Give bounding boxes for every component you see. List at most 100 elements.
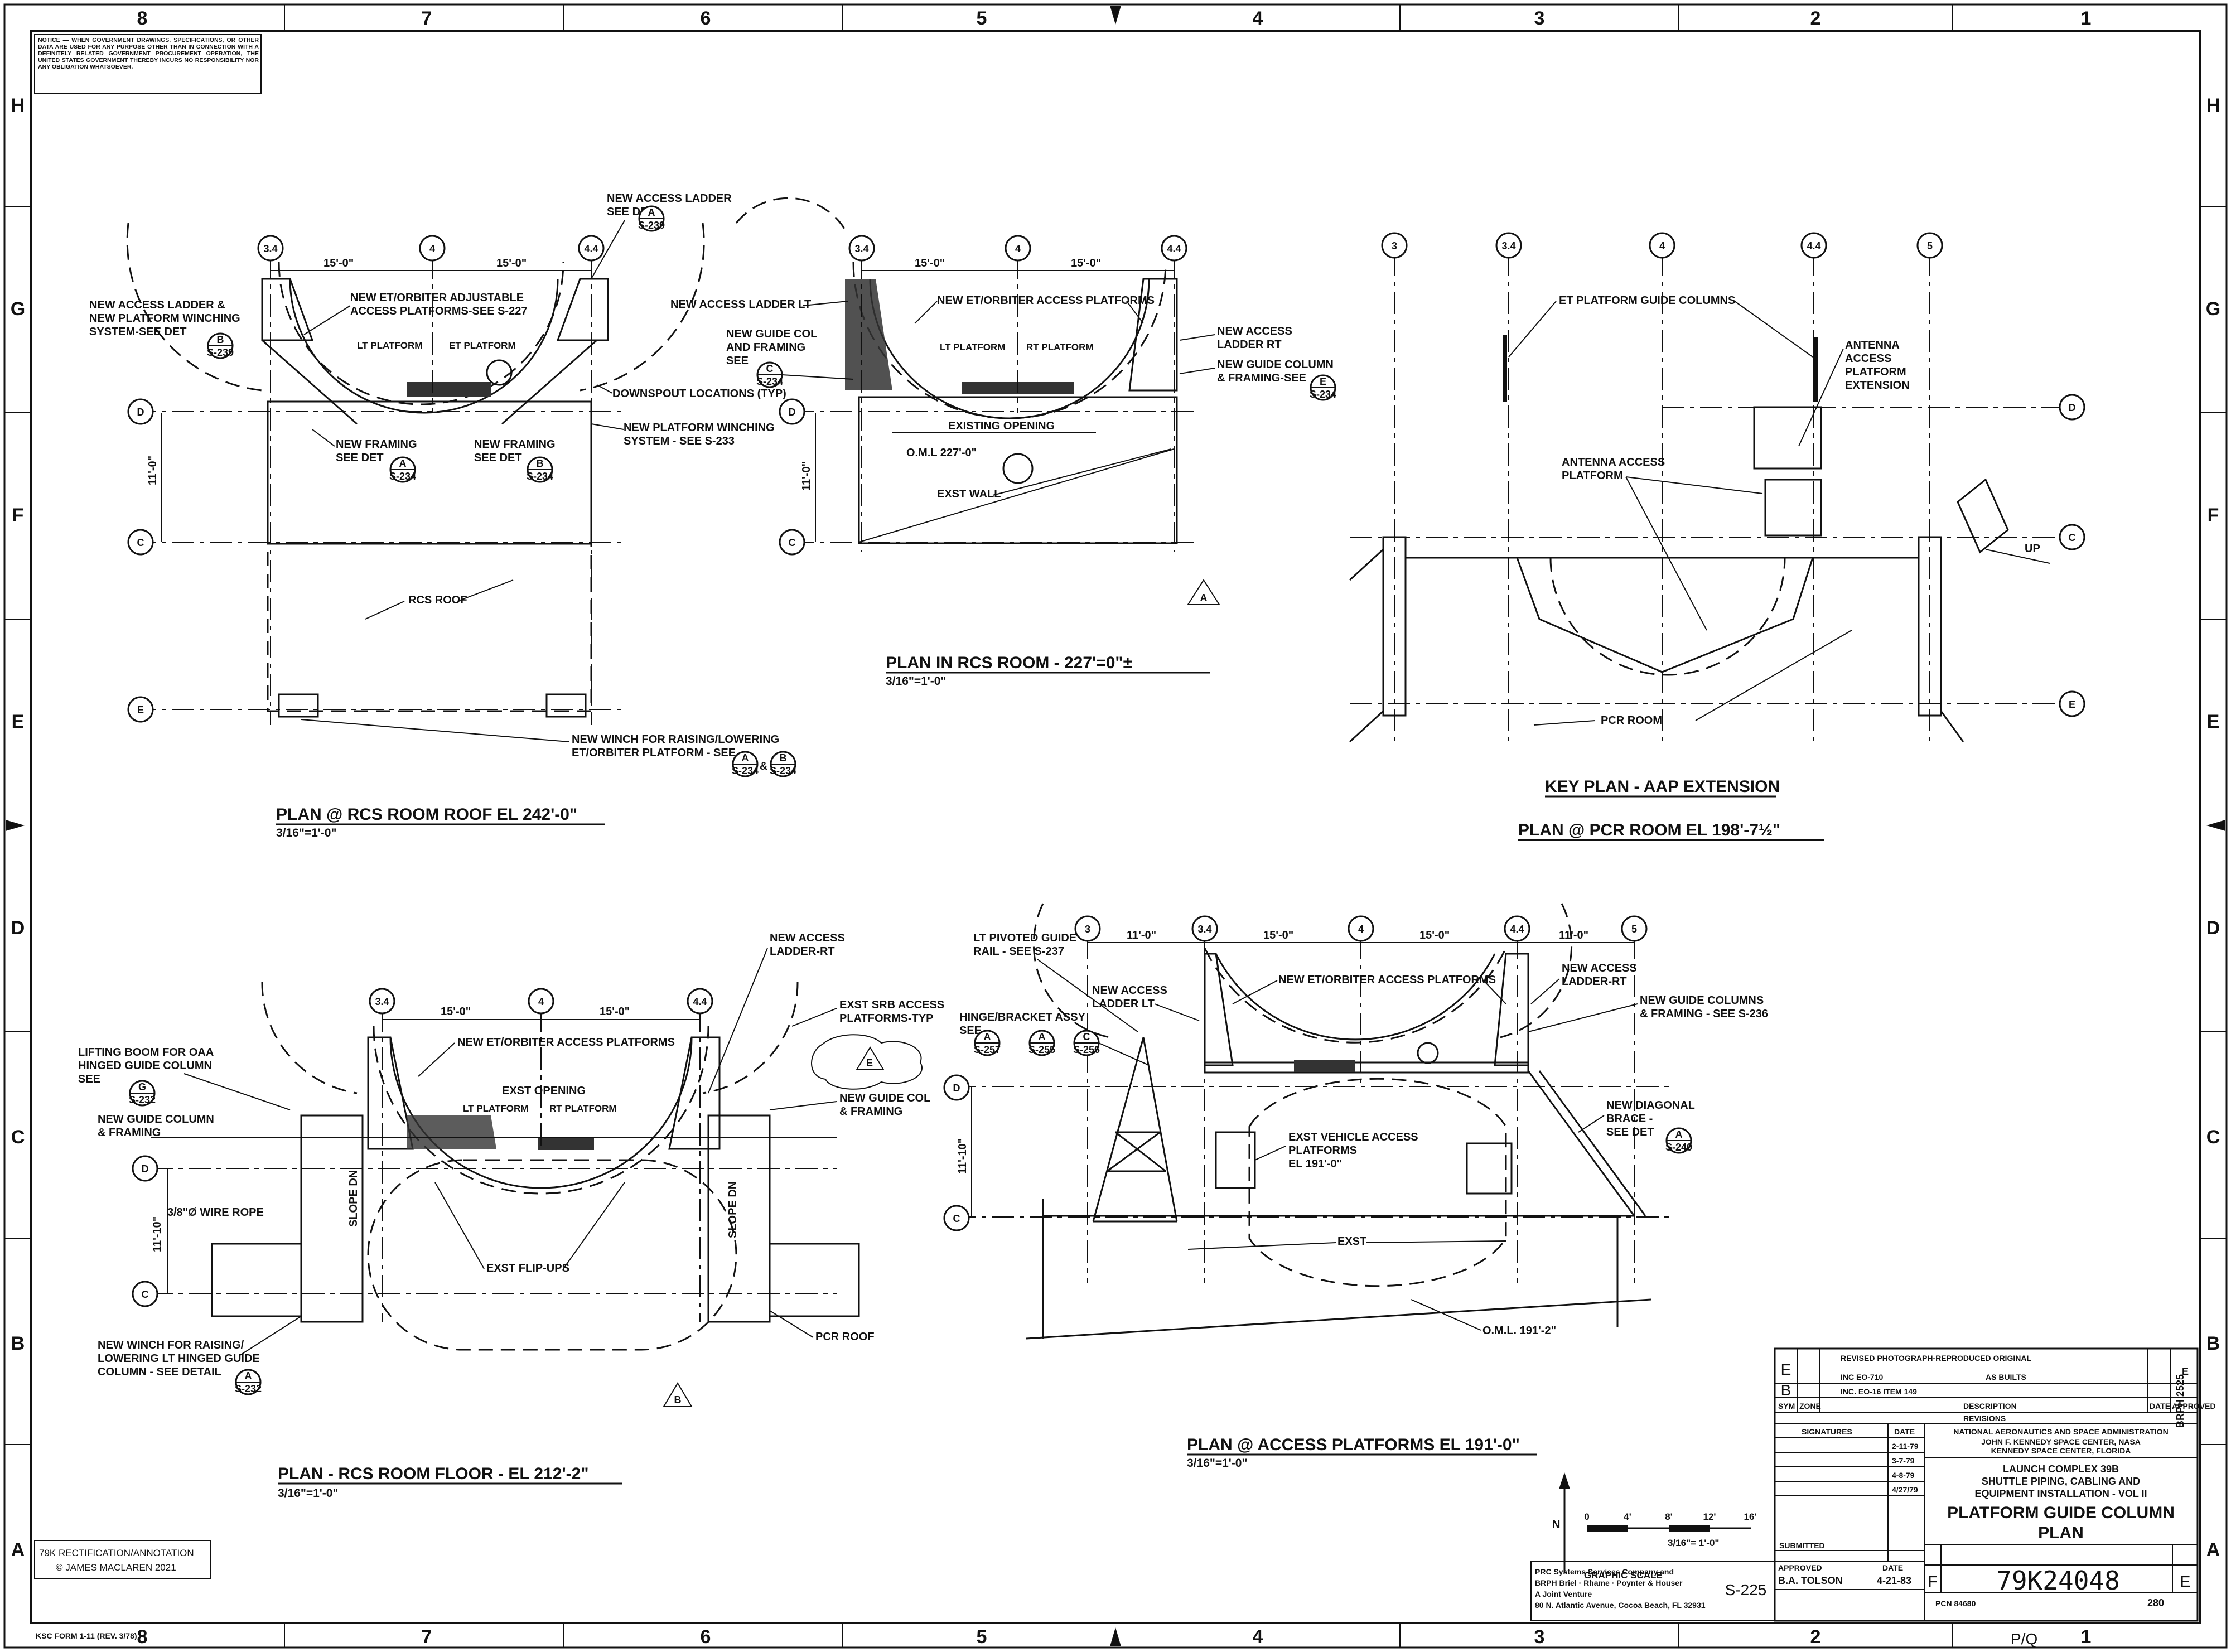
floor-bubble-rowC: C bbox=[132, 1281, 158, 1307]
svg-text:SHUTTLE PIPING, CABLING AND: SHUTTLE PIPING, CABLING AND bbox=[1982, 1476, 2140, 1487]
access-label-ladder-lt1: NEW ACCESS bbox=[1092, 984, 1167, 997]
svg-text:4-8-79: 4-8-79 bbox=[1892, 1471, 1915, 1480]
svg-text:F: F bbox=[12, 505, 24, 526]
svg-text:3: 3 bbox=[1534, 1626, 1545, 1648]
floor-bubble-rowD: D bbox=[132, 1155, 158, 1182]
drawing-number: 79K24048 bbox=[1996, 1566, 2120, 1596]
rev-desc-b: INC. EO-16 ITEM 149 bbox=[1841, 1387, 1917, 1396]
svg-text:E: E bbox=[2182, 1366, 2189, 1377]
svg-text:A Joint Venture: A Joint Venture bbox=[1535, 1590, 1592, 1598]
floor-label-gcol2: & FRAMING bbox=[839, 1105, 902, 1118]
svg-text:5: 5 bbox=[1631, 924, 1637, 935]
room-label-ladder-lt: NEW ACCESS LADDER LT bbox=[670, 298, 811, 311]
floor-label-srb1: EXST SRB ACCESS bbox=[839, 999, 944, 1011]
floor-label-lift1: LIFTING BOOM FOR OAA bbox=[78, 1046, 214, 1059]
svg-text:4: 4 bbox=[1015, 243, 1021, 254]
access-bubble-rowD: D bbox=[943, 1074, 970, 1101]
svg-text:F: F bbox=[1928, 1573, 1937, 1590]
access-label-diag2: BRACE - bbox=[1606, 1113, 1653, 1125]
svg-text:3: 3 bbox=[1534, 8, 1545, 29]
floor-label-ladder-rt2: LADDER-RT bbox=[770, 945, 835, 958]
roof-label-downspout: DOWNSPOUT LOCATIONS (TYP) bbox=[612, 388, 786, 400]
svg-text:80 N. Atlantic Avenue, Cocoa B: 80 N. Atlantic Avenue, Cocoa Beach, FL 3… bbox=[1535, 1601, 1706, 1610]
access-label-ladder-lt2: LADDER LT bbox=[1092, 998, 1155, 1010]
key-bubble-c44: 4.4 bbox=[1800, 232, 1827, 259]
svg-text:ZONE: ZONE bbox=[1799, 1402, 1821, 1411]
svg-text:0: 0 bbox=[1584, 1511, 1589, 1522]
roof-bubble-rowE: E bbox=[127, 696, 154, 723]
svg-text:4: 4 bbox=[538, 996, 544, 1007]
roof-label-adj1: NEW ET/ORBITER ADJUSTABLE bbox=[350, 292, 524, 304]
roof-label-adj2: ACCESS PLATFORMS-SEE S-227 bbox=[350, 305, 527, 317]
view-rcs-room: 3.4 4 4.4 D C 15'-0" 15'-0" 11'-0" NEW A… bbox=[670, 197, 1336, 688]
floor-label-pcr-roof: PCR ROOF bbox=[815, 1331, 875, 1343]
floor-label-lift2: HINGED GUIDE COLUMN bbox=[78, 1060, 212, 1072]
svg-text:4: 4 bbox=[429, 243, 435, 254]
key-label-aap2: PLATFORM bbox=[1562, 470, 1623, 482]
access-label-diag1: NEW DIAGONAL bbox=[1606, 1099, 1695, 1112]
room-bubble-c44: 4.4 bbox=[1161, 235, 1187, 262]
floor-label-flipups: EXST FLIP-UPS bbox=[486, 1262, 569, 1274]
roof-dim-2: 15'-0" bbox=[496, 257, 527, 269]
room-label-guide2: AND FRAMING bbox=[726, 341, 805, 354]
svg-text:7: 7 bbox=[422, 1626, 432, 1648]
svg-text:SIGNATURES: SIGNATURES bbox=[1802, 1427, 1852, 1436]
access-title: PLAN @ ACCESS PLATFORMS EL 191'-0" bbox=[1187, 1436, 1520, 1454]
svg-text:S-239: S-239 bbox=[638, 220, 665, 231]
key-label-up: UP bbox=[2025, 543, 2040, 555]
svg-text:PRC Systems Services Company a: PRC Systems Services Company and bbox=[1535, 1567, 1674, 1576]
access-ref-r1: AS-257 bbox=[974, 1030, 1001, 1056]
zone-numbers-top: 8 7 6 5 4 3 2 1 bbox=[137, 8, 2092, 29]
zone-numbers-bottom: 8 7 6 5 4 3 2 1 bbox=[137, 1626, 2092, 1648]
zone-letters-left: H G F E D C B A bbox=[11, 95, 25, 1561]
key-bubble-c34: 3.4 bbox=[1495, 232, 1522, 259]
roof-ref-r5: AS-234 bbox=[732, 751, 759, 777]
svg-text:12': 12' bbox=[1703, 1511, 1716, 1522]
room-label-guide1: NEW GUIDE COL bbox=[726, 328, 817, 340]
floor-label-exst-opening: EXST OPENING bbox=[502, 1085, 586, 1097]
roof-label-lw3: SYSTEM-SEE DET bbox=[89, 326, 186, 338]
room-bubble-c4: 4 bbox=[1005, 235, 1031, 262]
room-ref-r1: CS-234 bbox=[756, 361, 783, 388]
svg-text:C: C bbox=[137, 537, 144, 548]
access-label-ladder-rt1: NEW ACCESS bbox=[1562, 962, 1637, 974]
svg-text:5: 5 bbox=[977, 8, 987, 29]
access-bubble-c3: 3 bbox=[1074, 915, 1101, 942]
key-title-1: KEY PLAN - AAP EXTENSION bbox=[1545, 777, 1780, 796]
roof-label-ladder: NEW ACCESS LADDER bbox=[607, 192, 732, 205]
access-scale: 3/16"=1'-0" bbox=[1187, 1457, 1247, 1470]
view-key-plan: 3 3.4 4 4.4 5 D C E ET PLATFORM GUIDE CO… bbox=[1349, 232, 2085, 841]
svg-text:5: 5 bbox=[977, 1626, 987, 1648]
svg-text:A: A bbox=[1200, 592, 1208, 603]
svg-text:KENNEDY SPACE CENTER, FLORIDA: KENNEDY SPACE CENTER, FLORIDA bbox=[1991, 1446, 2131, 1455]
access-label-gcols1: NEW GUIDE COLUMNS bbox=[1640, 994, 1764, 1007]
svg-text:APPROVED: APPROVED bbox=[1778, 1563, 1822, 1572]
credit-line-2: © JAMES MACLAREN 2021 bbox=[56, 1562, 176, 1573]
floor-label-rope: 3/8"Ø WIRE ROPE bbox=[167, 1206, 264, 1219]
room-scale: 3/16"=1'-0" bbox=[886, 675, 946, 688]
roof-label-rcs-roof: RCS ROOF bbox=[408, 594, 467, 606]
access-bubble-c5: 5 bbox=[1621, 915, 1648, 942]
key-bubble-rowE: E bbox=[2059, 690, 2085, 717]
svg-text:C: C bbox=[953, 1213, 960, 1224]
roof-label-lw2: NEW PLATFORM WINCHING bbox=[89, 312, 240, 325]
corner-notice-text: NOTICE — WHEN GOVERNMENT DRAWINGS, SPECI… bbox=[38, 37, 259, 70]
room-title: PLAN IN RCS ROOM - 227'=0"± bbox=[886, 654, 1132, 672]
svg-text:DATE: DATE bbox=[2150, 1402, 2170, 1411]
view-rcs-floor: 3.4 4 4.4 D C 15'-0" 15'-0" 11'-10" NEW … bbox=[78, 932, 944, 1500]
svg-text:280: 280 bbox=[2147, 1597, 2164, 1608]
roof-dim-3: 11'-0" bbox=[147, 456, 159, 485]
access-label-exst-veh2: PLATFORMS bbox=[1288, 1144, 1357, 1157]
svg-text:S-234: S-234 bbox=[527, 471, 553, 482]
svg-text:C: C bbox=[766, 363, 774, 374]
floor-dim-1: 15'-0" bbox=[441, 1006, 471, 1018]
sheet-ref: S-225 bbox=[1725, 1581, 1767, 1598]
floor-label-ladder-rt1: NEW ACCESS bbox=[770, 932, 845, 944]
room-dim-2: 15'-0" bbox=[1071, 257, 1101, 269]
svg-text:4: 4 bbox=[1253, 8, 1263, 29]
svg-text:3.4: 3.4 bbox=[1501, 240, 1515, 252]
roof-label-lw1: NEW ACCESS LADDER & bbox=[89, 299, 225, 311]
floor-label-gcol1: NEW GUIDE COL bbox=[839, 1092, 930, 1104]
view-access-platforms: 3 3.4 4 4.4 5 D C 11'-0" 15'-0" 15'-0" 1… bbox=[943, 903, 1768, 1470]
